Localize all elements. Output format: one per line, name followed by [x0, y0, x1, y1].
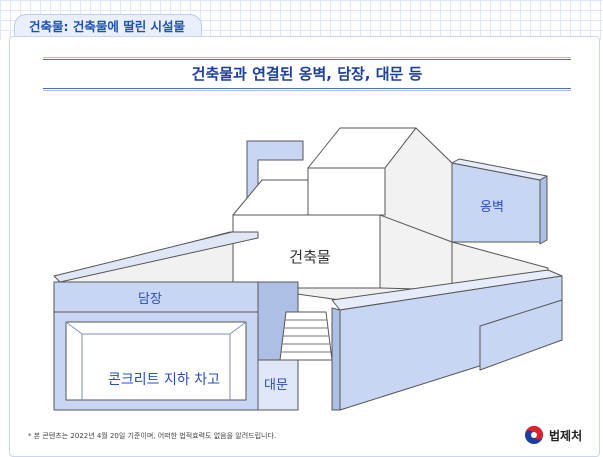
gate-label: 대문 [264, 378, 288, 393]
moleg-logo[interactable]: 법제처 [524, 425, 582, 445]
building-label: 건축물 [289, 248, 330, 266]
garage-inner-lines [65, 321, 247, 335]
category-tab[interactable]: 건축물: 건축물에 딸린 시설물 [14, 14, 203, 39]
right-fence-base [479, 299, 563, 371]
title-bottom-rule [43, 90, 571, 91]
gate-opening [257, 359, 299, 411]
fence-label: 담장 [138, 292, 162, 307]
title-bottom-rule-bold [43, 88, 571, 89]
garage-opening [65, 321, 247, 401]
diagram-title: 건축물과 연결된 옹벽, 담장, 대문 등 [191, 65, 423, 83]
logo-text: 법제처 [549, 428, 583, 443]
retaining-wall-label: 옹벽 [480, 200, 504, 215]
taegeuk-icon [525, 426, 543, 444]
title-top-rule-bold [43, 59, 571, 60]
retaining-wall-side [539, 175, 548, 245]
garage-label: 콘크리트 지하 차고 [108, 372, 220, 388]
building-upper-front [307, 167, 386, 216]
title-top-rule [43, 57, 571, 58]
footnote: * 본 콘텐츠는 2022년 4월 20일 기준이며, 어떠한 법적효력도 없음… [28, 432, 277, 440]
right-fence-face [331, 307, 341, 411]
building-lower-roof [232, 179, 309, 216]
fence-top [53, 231, 259, 283]
